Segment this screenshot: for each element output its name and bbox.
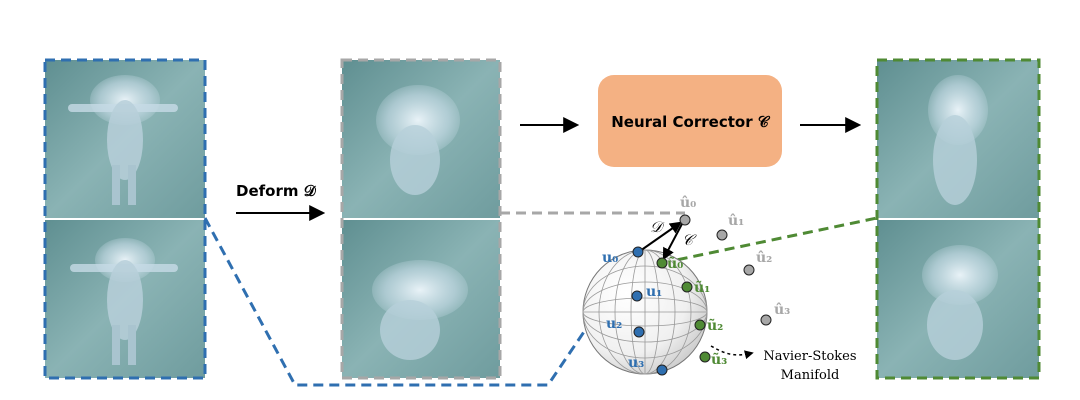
green-point-label-0: ũ₀ [667, 255, 683, 272]
smoke-figure-icon [68, 75, 178, 205]
blue-point-label-2: u₂ [606, 316, 622, 332]
svg-text:Manifold: Manifold [781, 368, 840, 383]
green-point-3 [699, 351, 711, 363]
svg-text:Navier-Stokes: Navier-Stokes [763, 349, 856, 364]
manifold-points: u₀ u₁ u₂ u₃ û₀ û₁ û₂ û₃ ũ₀ ũ₁ ũ₂ ũ₃ [602, 195, 790, 376]
green-point-0 [656, 257, 668, 269]
svg-text:Deform 𝒟: Deform 𝒟 [236, 182, 317, 200]
smoke-figure-icon [70, 238, 178, 365]
input-panels [43, 58, 207, 380]
svg-text:𝒞: 𝒞 [682, 231, 697, 249]
gray-point-label-0: û₀ [680, 195, 696, 211]
gray-point-3 [760, 314, 772, 326]
deformed-panels [340, 58, 502, 380]
green-point-label-3: ũ₃ [711, 351, 727, 368]
gray-point-label-2: û₂ [756, 250, 772, 266]
gray-point-label-3: û₃ [774, 302, 790, 318]
blue-point-1 [631, 290, 643, 302]
smoke-figure-icon [376, 85, 460, 195]
output-panels [875, 58, 1041, 380]
blue-point-2 [633, 326, 645, 338]
gray-point-1 [716, 229, 728, 241]
neural-corrector-box: Neural Corrector 𝒞 [598, 75, 782, 167]
gray-point-label-1: û₁ [728, 213, 744, 229]
gray-point-2 [743, 264, 755, 276]
green-point-1 [681, 281, 693, 293]
manifold-annotation: Navier-Stokes Manifold [710, 345, 857, 383]
smoke-figure-icon [372, 260, 468, 360]
sphere-icon [582, 249, 708, 375]
svg-text:Neural Corrector 𝒞: Neural Corrector 𝒞 [611, 113, 771, 131]
gray-point-0 [679, 214, 691, 226]
svg-text:𝒟: 𝒟 [650, 218, 665, 236]
smoke-figure-icon [922, 245, 998, 360]
green-point-label-1: ũ₁ [694, 279, 710, 296]
green-connector-line [661, 216, 878, 265]
blue-point-label-3: u₃ [628, 355, 644, 371]
blue-point-label-0: u₀ [602, 250, 618, 266]
blue-point-3 [656, 364, 668, 376]
deform-step: Deform 𝒟 [236, 182, 326, 221]
green-point-2 [694, 319, 706, 331]
green-point-label-2: ũ₂ [707, 317, 723, 334]
smoke-figure-icon [928, 75, 988, 205]
blue-point-0 [632, 246, 644, 258]
blue-point-label-1: u₁ [646, 284, 662, 300]
